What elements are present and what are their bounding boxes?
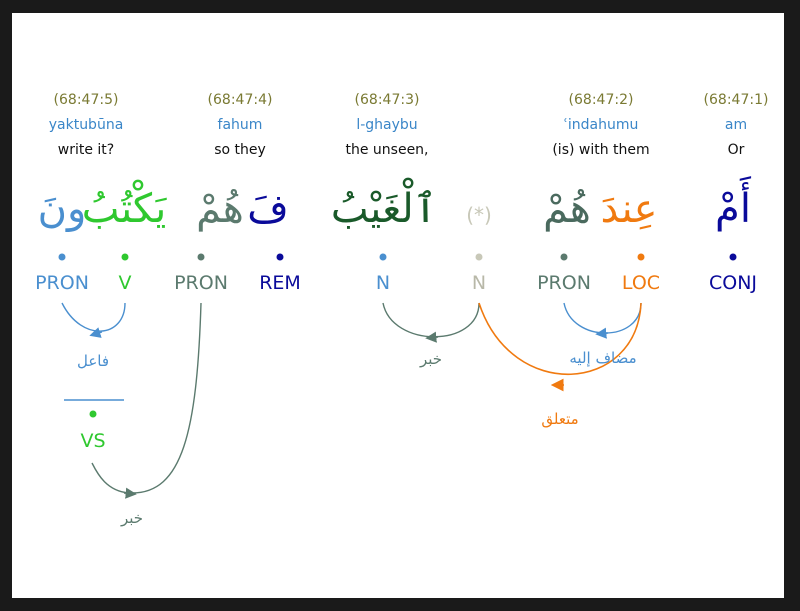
relation-label-faail: فاعل (76, 352, 110, 370)
pos-tag-hidden-noun: N (471, 272, 487, 294)
node-dot (637, 253, 645, 261)
pos-tag-pron: PRON (537, 272, 591, 294)
arc-khabar-1-arrow (425, 331, 439, 343)
arabic-word-noun: ٱلْغَيْبُ (330, 186, 438, 232)
arc-mudaf-arrow (595, 327, 609, 339)
arc-mudaf (563, 302, 642, 334)
arabic-segment-pron: هُمْ (196, 186, 244, 232)
token-location: (68:47:1) (703, 92, 769, 108)
token-transliteration: ʿindahumu (563, 117, 639, 133)
token-translation: (is) with them (552, 142, 650, 158)
arc-khabar-2-arrow (123, 487, 137, 499)
node-dot (121, 253, 129, 261)
relation-label-khabar: خبر (419, 350, 443, 368)
dependency-arcs (61, 302, 642, 499)
pos-tag-verb: V (118, 272, 132, 294)
arabic-segment-pron: ونَ (37, 186, 87, 232)
token-transliteration: yaktubūna (48, 117, 124, 133)
token-transliteration: am (724, 117, 748, 133)
pos-tag-vs: VS (80, 430, 106, 452)
arabic-segment-rem: فَ (247, 186, 289, 232)
arabic-segment-loc: عِندَ (600, 186, 658, 232)
node-dot (276, 253, 284, 261)
dependency-graph-canvas: (68:47:5) (68:47:4) (68:47:3) (68:47:2) … (12, 13, 784, 598)
arc-mutaallaq (478, 302, 642, 376)
arabic-segment-pron: هُمْ (543, 186, 591, 232)
node-dot (379, 253, 387, 261)
node-dot (197, 253, 205, 261)
hidden-word-placeholder: (*) (466, 203, 492, 227)
node-dot (729, 253, 737, 261)
relation-label-mutaallaq: متعلق (541, 410, 579, 428)
pos-tag-conj: CONJ (708, 272, 758, 294)
pos-tag-rem: REM (259, 272, 301, 294)
pos-tag-loc: LOC (621, 272, 661, 294)
token-transliteration: l-ghaybu (356, 117, 418, 133)
pos-tag-noun: N (375, 272, 391, 294)
token-translation: so they (214, 142, 266, 158)
arc-faail-arrow (89, 327, 103, 338)
node-dot (475, 253, 483, 261)
token-translation: Or (727, 142, 745, 158)
relation-label-khabar: خبر (120, 509, 144, 527)
arc-khabar-2 (91, 302, 202, 494)
token-location: (68:47:3) (354, 92, 420, 108)
arabic-segment-verb: يَكْتُبُ (81, 186, 167, 232)
arabic-word-conj: أَمْ (715, 186, 751, 232)
node-dot (58, 253, 66, 261)
pos-tag-pron: PRON (35, 272, 89, 294)
token-translation: the unseen, (345, 142, 429, 158)
arc-khabar-1 (382, 302, 480, 338)
token-location: (68:47:4) (207, 92, 273, 108)
token-translation: write it? (57, 142, 115, 158)
pos-tag-pron: PRON (174, 272, 228, 294)
token-location: (68:47:2) (568, 92, 634, 108)
token-transliteration: fahum (217, 117, 263, 133)
arc-faail (61, 302, 126, 332)
token-location: (68:47:5) (53, 92, 119, 108)
relation-label-mudaf: مضاف إليه (569, 349, 637, 367)
node-dot (560, 253, 568, 261)
node-dot (89, 410, 97, 418)
